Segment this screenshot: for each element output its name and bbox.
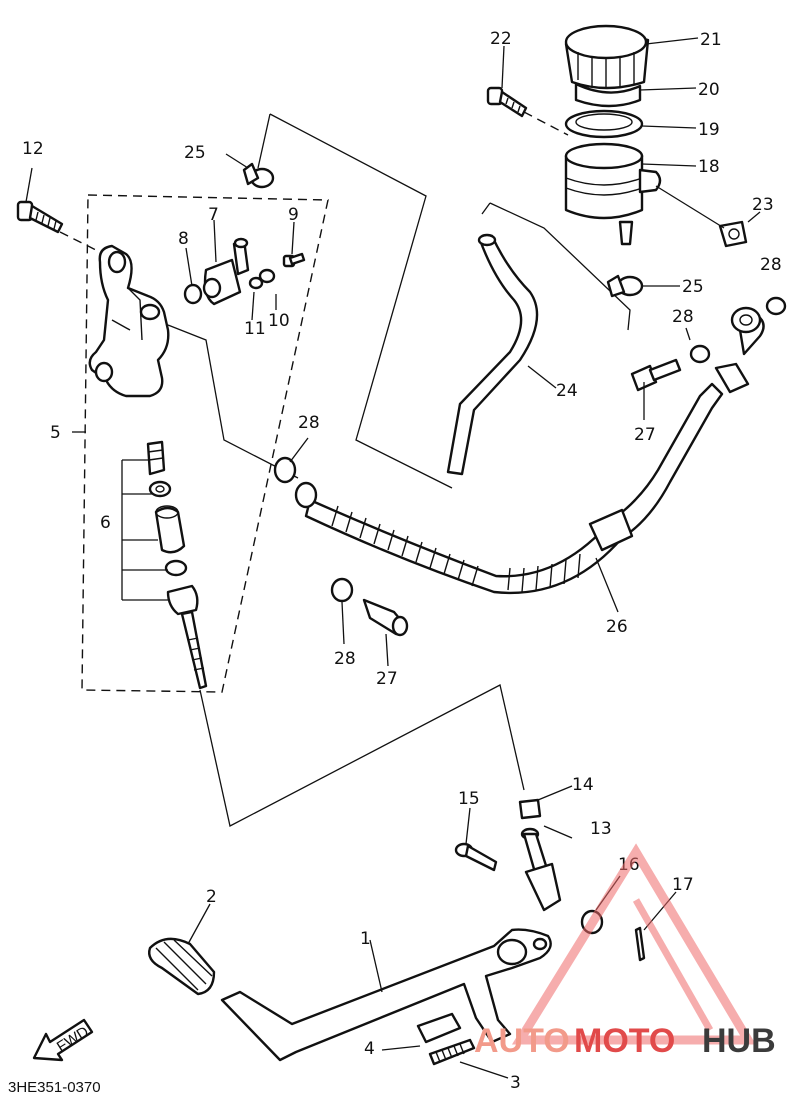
callout-28-d: 28 <box>334 649 356 669</box>
part-11-washer <box>248 276 264 290</box>
callout-24: 24 <box>556 381 578 401</box>
part-28-washer-d <box>330 577 354 603</box>
callout-14: 14 <box>572 775 594 795</box>
callout-19: 19 <box>698 120 720 140</box>
part-25-hose-clip-upper <box>242 162 275 189</box>
catalog-code: 3HE351-0370 <box>8 1079 101 1096</box>
callout-28-c: 28 <box>298 413 320 433</box>
part-25-hose-clip-lower <box>606 274 644 298</box>
callout-15: 15 <box>458 789 480 809</box>
callout-28-a: 28 <box>760 255 782 275</box>
callout-2: 2 <box>206 887 217 907</box>
part-17-cotter-pin <box>634 926 646 962</box>
part-20-diaphragm-plate <box>574 82 642 108</box>
part-27-banjo-bolt-upper <box>630 358 682 392</box>
callout-27-a: 27 <box>634 425 656 445</box>
part-9-screw <box>282 252 306 268</box>
part-26-brake-hose <box>294 306 765 595</box>
part-8-o-ring <box>183 283 203 305</box>
watermark-logo: AUTO MOTO HUB <box>474 843 776 1060</box>
part-27-banjo-bolt-lower <box>362 598 409 637</box>
part-2-pedal-rubber <box>148 937 216 996</box>
part-18-reservoir-tank <box>564 142 662 246</box>
watermark-word-moto: MOTO <box>574 1022 675 1060</box>
callout-12: 12 <box>22 139 44 159</box>
part-28-washer-b <box>689 344 711 364</box>
callout-25-a: 25 <box>184 143 206 163</box>
watermark-word-hub: HUB <box>702 1022 776 1060</box>
master-cylinder-assembly-outline <box>81 194 329 693</box>
callout-4: 4 <box>364 1039 375 1059</box>
part-3-return-spring <box>428 1038 476 1066</box>
callout-9: 9 <box>288 205 299 225</box>
part-5-master-cylinder-body <box>88 244 170 398</box>
part-15-bolt <box>454 842 498 872</box>
part-28-washer-a <box>765 296 787 316</box>
callout-21: 21 <box>700 30 722 50</box>
part-19-diaphragm <box>564 109 644 139</box>
part-12-bolt <box>16 200 64 234</box>
part-21-reservoir-cap <box>564 24 650 90</box>
callout-13: 13 <box>590 819 612 839</box>
callout-18: 18 <box>698 157 720 177</box>
callout-25-b: 25 <box>682 277 704 297</box>
callout-28-b: 28 <box>672 307 694 327</box>
callout-leaders <box>25 37 761 1079</box>
callout-20: 20 <box>698 80 720 100</box>
part-10-washer <box>258 268 276 284</box>
callout-22: 22 <box>490 29 512 49</box>
part-28-washer-c <box>273 456 297 484</box>
part-4-collar <box>416 1012 462 1044</box>
part-1-brake-pedal <box>220 928 552 1062</box>
part-7-hose-joint <box>202 237 250 306</box>
forward-direction-arrow: FWD <box>32 1018 94 1062</box>
callout-11: 11 <box>244 319 266 339</box>
callout-8: 8 <box>178 229 189 249</box>
part-23-nut <box>718 220 748 248</box>
callout-numbers: 21 20 19 18 22 23 28 25 28 24 27 28 26 2… <box>22 29 782 1093</box>
watermark-word-auto: AUTO <box>474 1022 570 1060</box>
part-14-nut <box>518 798 542 820</box>
callout-1: 1 <box>360 929 371 949</box>
part-24-reservoir-hose <box>446 233 539 476</box>
callout-27-b: 27 <box>376 669 398 689</box>
callout-10: 10 <box>268 311 290 331</box>
callout-6: 6 <box>100 513 111 533</box>
routing-guide-lines <box>59 111 631 827</box>
callout-17: 17 <box>672 875 694 895</box>
part-6-piston-kit <box>121 440 208 690</box>
part-22-bolt <box>486 86 528 118</box>
callout-3: 3 <box>510 1073 521 1093</box>
callout-26: 26 <box>606 617 628 637</box>
part-13-rod-clevis <box>520 827 562 912</box>
callout-7: 7 <box>208 205 219 225</box>
callout-23: 23 <box>752 195 774 215</box>
callout-5: 5 <box>50 423 61 443</box>
